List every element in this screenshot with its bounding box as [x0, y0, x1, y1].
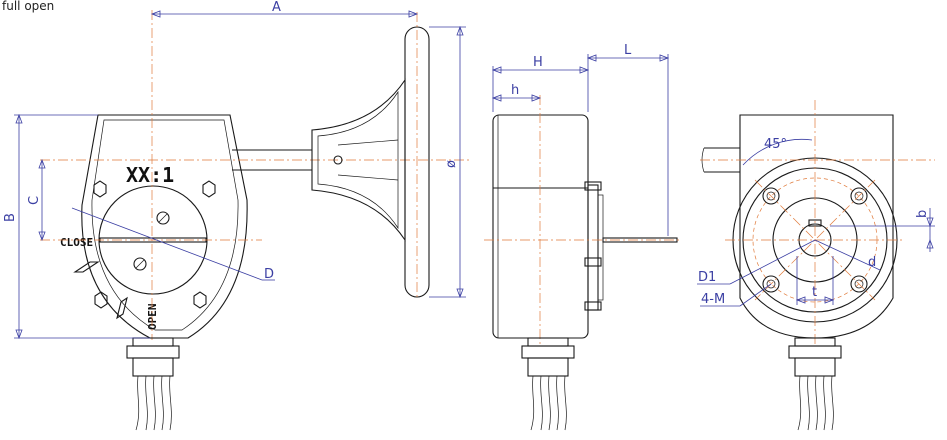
hex-nut-top-right [202, 180, 216, 198]
gearbox-body-inner [91, 119, 239, 331]
side-view [484, 95, 680, 431]
dim-label-d: D [264, 267, 274, 282]
dim-arrows-a [150, 10, 419, 18]
caption: full open [2, 0, 54, 13]
bolt-hole-inner [766, 191, 776, 201]
dim-line-d1 [729, 239, 816, 285]
dim-label-m: 4-M [701, 292, 725, 307]
dim-arrows-h [491, 66, 590, 74]
bolt-hole-top-left [762, 187, 780, 205]
ratio-label: XX:1 [126, 163, 174, 187]
side-gland-nut [521, 345, 575, 359]
hub-ribs [337, 139, 399, 181]
cover-screw-top [156, 211, 170, 225]
rear-view [700, 100, 935, 431]
dim-arrows-b [15, 113, 23, 340]
cable-gland-top [132, 337, 174, 347]
bolt-hole-inner [854, 279, 864, 289]
bolt-hole-top-right [850, 187, 868, 205]
bolt-hole-bottom-right [850, 275, 868, 293]
dim-label-c: C [27, 196, 42, 205]
cable-gland-nut [126, 345, 180, 359]
dim-label-b: B [3, 213, 18, 222]
cable-wires [135, 375, 172, 431]
side-body [492, 114, 589, 339]
hub-pin [333, 155, 343, 165]
side-gland-body [527, 357, 569, 377]
dim-label-angle: 45° [764, 137, 787, 152]
rear-cable-wires [797, 375, 834, 431]
dim-arrows-c [38, 158, 46, 242]
side-cable-wires [530, 375, 567, 431]
close-mark-icon [116, 296, 128, 320]
dim-label-diameter: ø [444, 160, 459, 168]
bolt-hole-inner [854, 191, 864, 201]
gearbox-body [81, 114, 248, 339]
dim-arrows-b-small [926, 217, 934, 249]
dim-label-b-small: b [915, 210, 930, 218]
dim-line-d-small [814, 239, 881, 271]
side-bolt-top [584, 181, 602, 191]
dim-label-a: A [272, 0, 281, 15]
hex-nut-top-left [93, 180, 107, 198]
rear-view-dimensions: 45° b d D1 4-M t [697, 137, 935, 307]
dim-arrows-l [586, 54, 670, 62]
front-view: XX:1 CLOSE OPEN [40, 10, 470, 431]
screw-slot [135, 259, 145, 269]
front-view-dimensions: A B C D ø [3, 0, 466, 340]
dim-line-d [71, 207, 263, 281]
dim-arrows-t [795, 296, 835, 304]
hex-nut-bottom-left [94, 291, 108, 309]
side-cover-plate [597, 194, 604, 301]
dim-label-h-small: h [511, 83, 519, 98]
dim-label-l: L [624, 43, 632, 58]
cover-screw-bottom [133, 257, 147, 271]
screw-slot [158, 213, 168, 223]
dim-label-d1: D1 [698, 270, 716, 285]
dim-label-t: t [812, 285, 817, 300]
open-label: OPEN [146, 304, 159, 331]
side-view-dimensions: H h L [491, 43, 670, 236]
bolt-hole-inner [766, 279, 776, 289]
side-cover [587, 184, 599, 311]
close-label: CLOSE [60, 236, 93, 249]
side-bolt-mid [584, 257, 602, 267]
cable-gland-body [132, 357, 174, 377]
side-gland-top [527, 337, 569, 347]
side-bolt-bottom [584, 301, 602, 311]
handwheel-hub-inner [317, 90, 399, 230]
rear-gland-body [794, 357, 836, 377]
bolt-hole-bottom-left [762, 275, 780, 293]
dim-label-d-small: d [868, 255, 876, 270]
dim-arc-angle [742, 139, 813, 166]
hex-nut-bottom-right [193, 291, 207, 309]
dim-arrows-h-small [491, 94, 542, 102]
dim-line-m [739, 283, 772, 307]
dim-label-h: H [533, 55, 543, 70]
open-mark-icon [73, 261, 100, 273]
dim-arrows-dia [456, 25, 464, 299]
rear-gland-nut [788, 345, 842, 359]
